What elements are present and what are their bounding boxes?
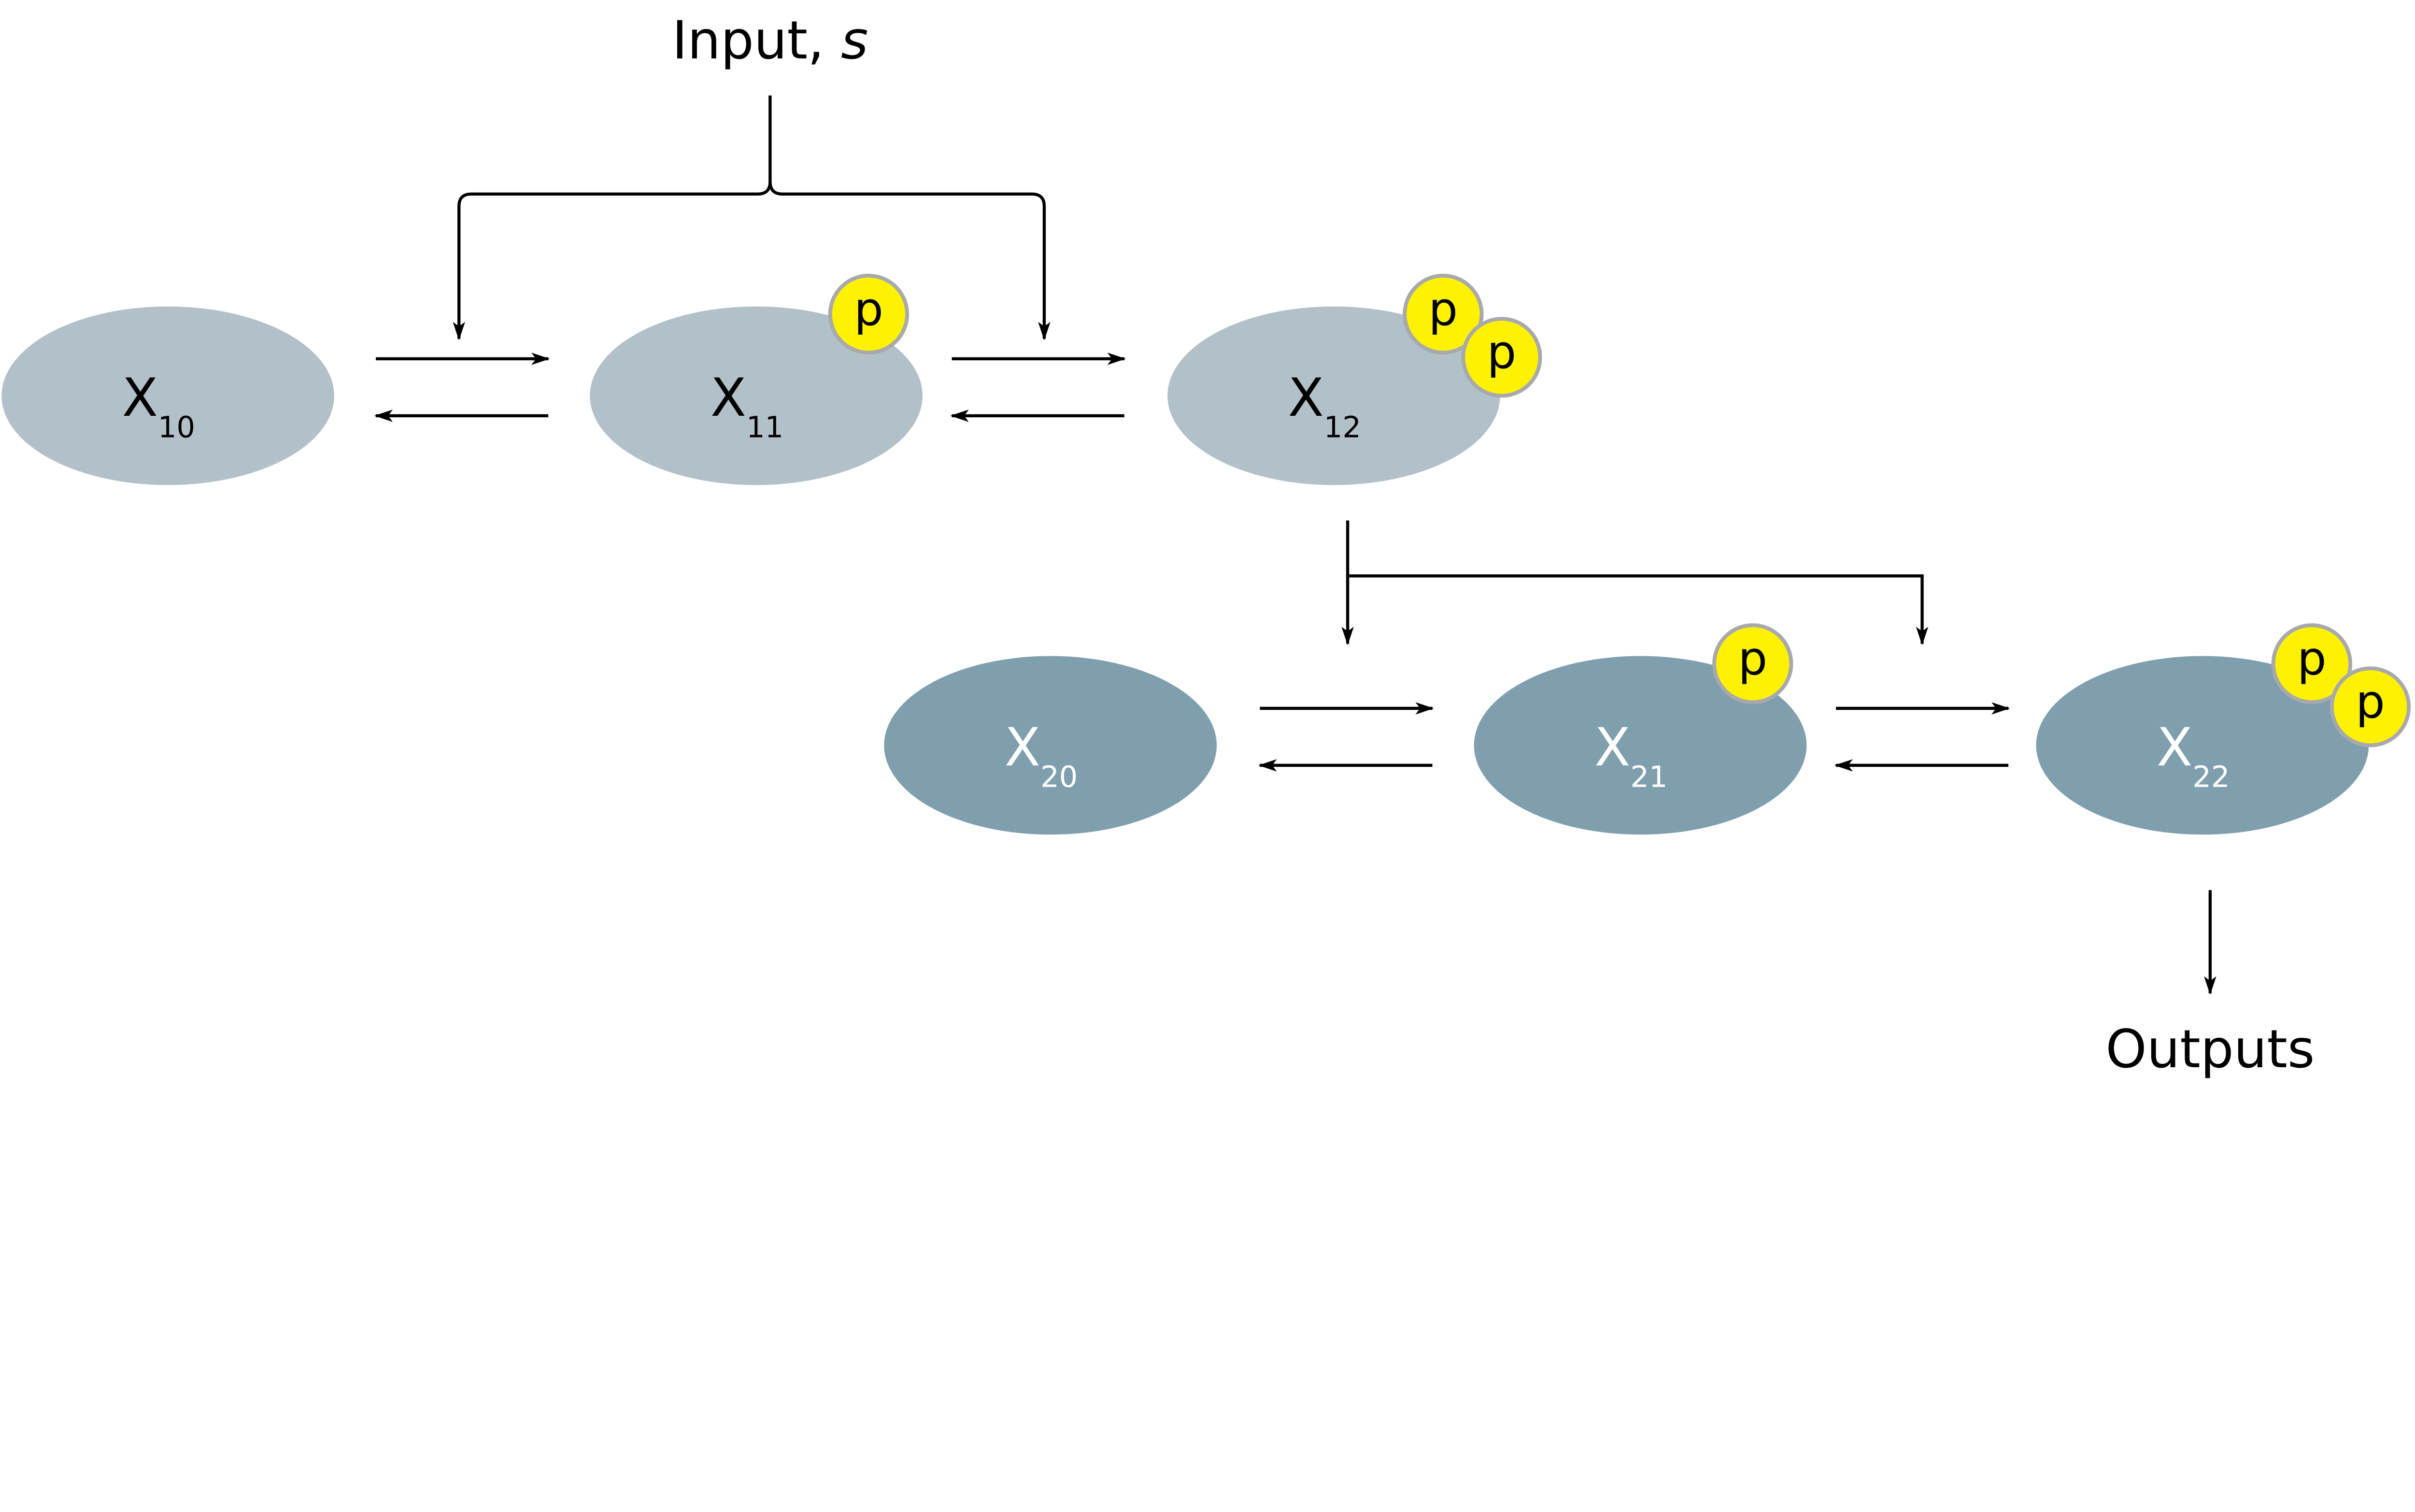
node-x12: X12 pp	[1167, 273, 1542, 485]
phosphate-badge: p	[2271, 623, 2353, 705]
node-label: X21	[1594, 717, 1667, 794]
input-connector-right	[768, 182, 1051, 340]
phosphate-badge: p	[1461, 317, 1542, 398]
node-x21: X21 p	[1474, 623, 1807, 835]
phosphate-badge: p	[1712, 623, 1793, 705]
node-ellipse	[884, 656, 1217, 835]
phosphate-badge: p	[1403, 273, 1484, 355]
phosphate-label: p	[1487, 325, 1517, 379]
node-label: X20	[1005, 717, 1078, 794]
output-label: Outputs	[2105, 1018, 2315, 1080]
node-x22: X22 pp	[2036, 623, 2411, 835]
phosphate-label: p	[1429, 282, 1458, 336]
x12-activation-connector-right	[1348, 574, 1929, 646]
phosphate-badge: p	[828, 273, 909, 355]
phosphate-label: p	[854, 282, 883, 336]
node-ellipse	[1, 306, 334, 485]
node-ellipse	[2036, 656, 2369, 835]
node-label: X22	[2157, 717, 2230, 794]
node-x10: X10	[1, 306, 334, 485]
input-connector	[453, 95, 772, 340]
node-ellipse	[1474, 656, 1807, 835]
node-ellipse	[590, 306, 923, 485]
node-x20: X20	[884, 656, 1217, 835]
input-label: Input, s	[672, 10, 868, 71]
node-label: X10	[122, 367, 195, 445]
node-label: X11	[710, 367, 783, 445]
node-ellipse	[1167, 306, 1500, 485]
phosphate-label: p	[2356, 675, 2385, 729]
phosphate-label: p	[2297, 632, 2327, 686]
phosphate-label: p	[1738, 632, 1767, 686]
node-x11: X11 p	[590, 273, 923, 485]
node-label: X12	[1288, 367, 1361, 445]
phosphate-badge: p	[2330, 666, 2411, 748]
